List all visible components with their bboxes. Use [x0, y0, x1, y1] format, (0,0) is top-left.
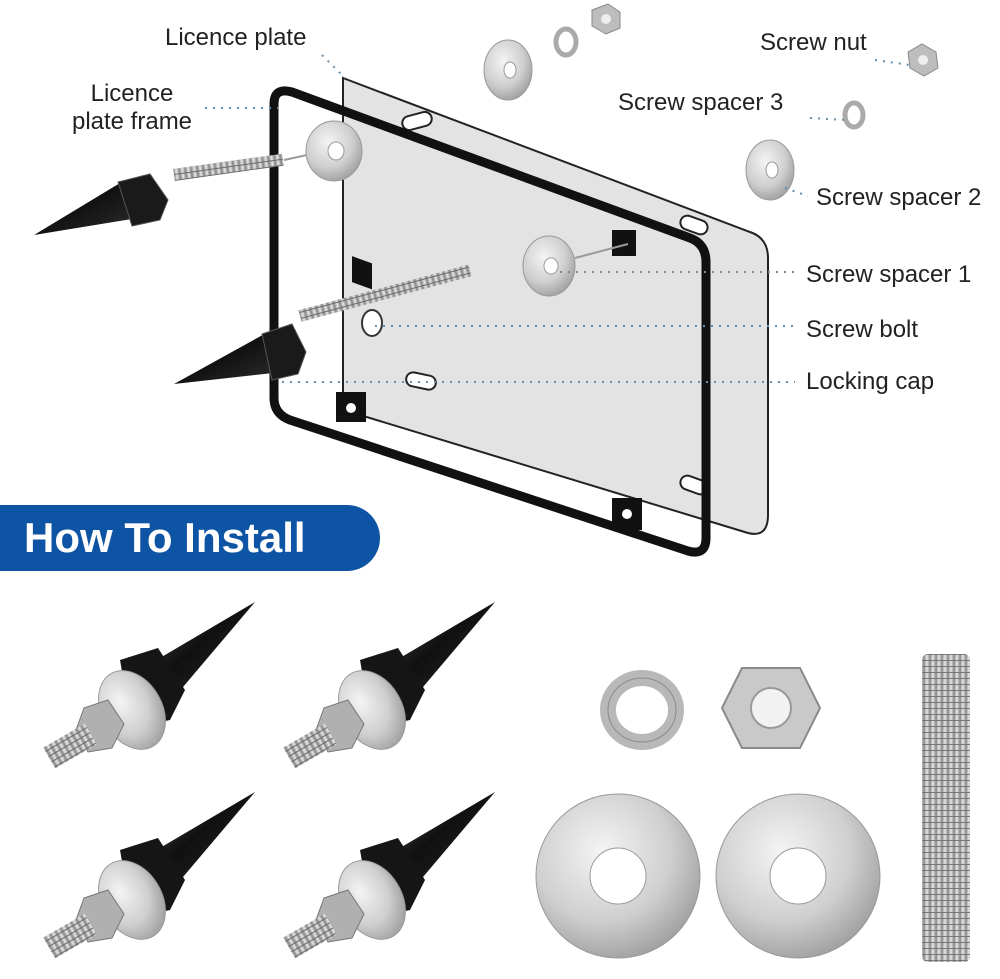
frame-tab [352, 256, 372, 290]
spike-set [43, 602, 255, 769]
lower-bolt-assembly [174, 264, 472, 384]
label-screw-bolt: Screw bolt [806, 316, 919, 343]
label-licence-plate-frame-line1: Licence [90, 80, 174, 107]
spike-set [43, 792, 255, 959]
screw-spacer-3 [842, 100, 866, 130]
locking-cap-nut [261, 323, 307, 381]
locking-cap-nut [117, 173, 169, 227]
label-licence-plate: Licence plate [165, 24, 307, 51]
label-locking-cap: Locking cap [806, 368, 935, 395]
licence-plate-frame [269, 86, 711, 557]
label-licence-plate-frame: Licence plate frame [62, 80, 202, 136]
label-screw-spacer-2: Screw spacer 2 [816, 184, 982, 211]
plate-slot [679, 214, 709, 236]
plate-slot [401, 110, 433, 132]
frame-hole [346, 403, 356, 413]
label-licence-plate-frame-line2: plate frame [71, 108, 193, 135]
locking-cap-spike [34, 180, 138, 235]
spike-set [283, 602, 495, 769]
frame-tab [612, 230, 636, 256]
how-to-install-banner [0, 505, 380, 571]
product-parts [43, 602, 970, 962]
locking-cap-spike [174, 332, 282, 384]
frame-hole [622, 509, 632, 519]
label-screw-spacer-1: Screw spacer 1 [806, 261, 972, 288]
leader-lines [205, 54, 911, 383]
how-to-install-title: How To Install [24, 514, 306, 561]
screw-bolt [298, 264, 472, 322]
screw-spacer-3-top [553, 26, 579, 58]
spike-set [283, 792, 495, 959]
screw-bolt [173, 153, 284, 181]
label-screw-nut: Screw nut [760, 29, 867, 56]
upper-bolt-assembly [34, 120, 363, 235]
plate-slot [405, 371, 437, 391]
label-screw-spacer-3: Screw spacer 3 [618, 89, 784, 116]
